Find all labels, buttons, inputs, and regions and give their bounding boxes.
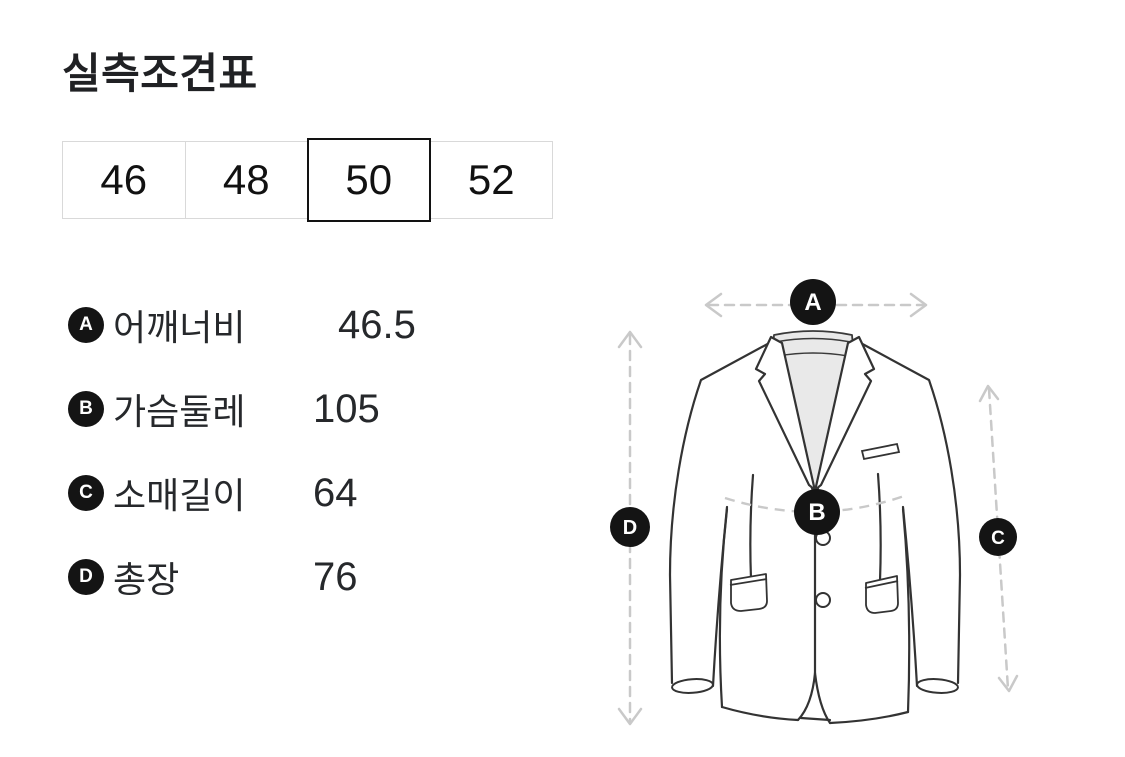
jacket-measurement-diagram: A B C D — [610, 279, 1019, 726]
measurement-row-chest: B 가슴둘레 105 — [68, 367, 548, 451]
marker-d-badge: D — [68, 559, 104, 595]
measurement-value: 46.5 — [338, 302, 416, 347]
size-option-52[interactable]: 52 — [429, 141, 553, 219]
diagram-marker-a: A — [790, 279, 836, 325]
svg-text:A: A — [804, 289, 821, 316]
right-cuff — [916, 678, 959, 694]
svg-text:C: C — [991, 528, 1005, 549]
hip-pockets — [729, 573, 899, 614]
measurement-row-sleeve: C 소매길이 64 — [68, 451, 548, 535]
size-option-50-selected[interactable]: 50 — [307, 138, 431, 222]
measurement-value: 105 — [313, 386, 380, 431]
marker-a-badge: A — [68, 307, 104, 343]
bottom-button — [815, 592, 831, 608]
size-option-48[interactable]: 48 — [184, 141, 308, 219]
svg-text:D: D — [623, 517, 637, 539]
measurement-label: 가슴둘레 — [113, 391, 246, 432]
measurement-row-shoulder: A 어깨너비 46.5 — [68, 283, 548, 367]
diagram-marker-c: C — [979, 518, 1017, 556]
left-cuff — [671, 678, 714, 694]
marker-b-badge: B — [68, 391, 104, 427]
measurement-label: 어깨너비 — [113, 307, 246, 348]
diagram-marker-d: D — [610, 507, 650, 547]
svg-text:B: B — [808, 499, 825, 526]
size-selector: 46 48 50 52 — [62, 138, 553, 222]
breast-pocket — [860, 442, 901, 461]
measurement-value: 64 — [313, 470, 358, 515]
page-title: 실측조견표 — [62, 50, 258, 97]
size-option-46[interactable]: 46 — [62, 141, 186, 219]
shoulder-width-arrow-icon — [704, 292, 928, 318]
measurement-list: A 어깨너비 46.5 B 가슴둘레 105 C 소매길이 64 D 총장 76 — [68, 283, 548, 619]
measurement-label: 총장 — [113, 559, 180, 600]
measurement-label: 소매길이 — [113, 475, 246, 516]
measurement-value: 76 — [313, 554, 358, 599]
marker-c-badge: C — [68, 475, 104, 511]
diagram-marker-b: B — [794, 489, 840, 535]
measurement-row-length: D 총장 76 — [68, 535, 548, 619]
